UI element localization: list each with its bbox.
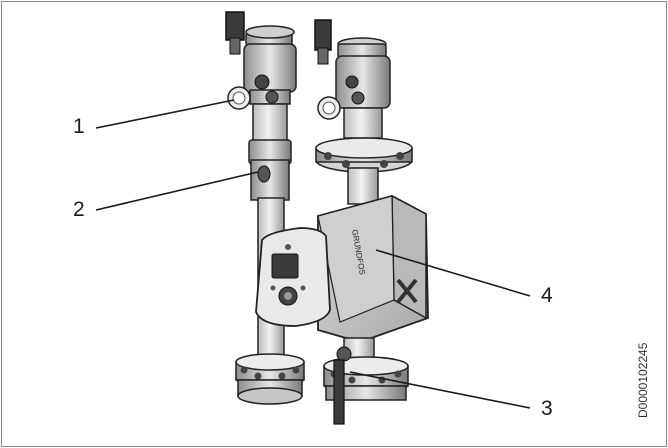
left-lower-flange [235, 353, 305, 405]
leader-line-2 [95, 171, 259, 211]
callout-2: 2 [73, 198, 85, 221]
leader-line-1 [95, 99, 235, 129]
pump-display [271, 253, 299, 279]
callout-3: 3 [541, 397, 553, 420]
callout-1: 1 [73, 115, 85, 138]
right-upper-flange [315, 137, 413, 205]
circulation-pump: GRUNDFOS [255, 194, 429, 343]
document-code: D0000102245 [636, 342, 650, 418]
right-ball-valve [314, 19, 391, 139]
callout-4: 4 [541, 284, 553, 307]
leader-line-3 [349, 371, 531, 409]
leader-line-4 [375, 249, 531, 297]
drain-valve [333, 346, 352, 425]
thermometer-1 [227, 74, 279, 110]
